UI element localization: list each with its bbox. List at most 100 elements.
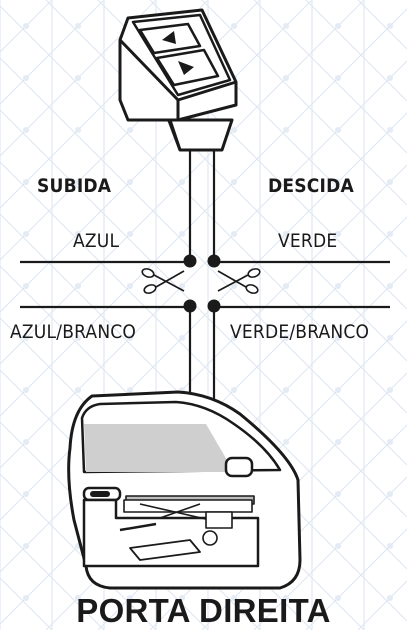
grid-dot [179,231,185,237]
grid-dot [231,335,237,341]
grid-dot [23,231,29,237]
grid-dot [127,387,133,393]
grid-line [149,0,407,258]
grid-dot [387,543,393,549]
wire-label-azul-branco: AZUL/BRANCO [10,321,137,343]
grid-dot [179,595,185,601]
grid-dot [387,439,393,445]
grid-dot [283,439,289,445]
grid-dot [387,23,393,29]
grid-dot [283,179,289,185]
wires [20,150,390,420]
grid-dot [23,491,29,497]
grid-dot [231,387,237,393]
grid-dot [283,595,289,601]
grid-dot [23,387,29,393]
grid-dot [387,231,393,237]
grid-dot [127,179,133,185]
grid-dot [387,179,393,185]
grid-dot [231,283,237,289]
grid-line [0,0,365,365]
grid-dot [283,231,289,237]
grid-dot [75,179,81,185]
grid-dot [75,595,81,601]
grid-dot [127,283,133,289]
grid-dot [75,387,81,393]
grid-dot [75,335,81,341]
grid-dot [231,23,237,29]
grid-dot [335,75,341,81]
wire-label-verde-branco: VERDE/BRANCO [230,321,370,343]
grid-dot [75,127,81,133]
scissors-icon [141,268,185,294]
grid-line [253,0,407,154]
grid-dot [335,23,341,29]
grid-dot [231,127,237,133]
grid-line [253,476,407,630]
grid-dot [283,75,289,81]
grid-dot [387,595,393,601]
window-switch-icon [118,8,238,152]
grid-line [0,0,157,157]
subida-heading: SUBIDA [37,175,112,197]
grid-dot [23,543,29,549]
grid-dot [23,127,29,133]
descida-heading: DESCIDA [268,175,354,197]
grid-dot [127,335,133,341]
grid-dot [283,127,289,133]
junction-dots [183,254,221,313]
scissors-icon [217,268,261,294]
grid-dot [179,335,185,341]
junction-dot [183,254,197,268]
wire-label-azul: AZUL [73,230,120,252]
car-door-icon [67,390,302,590]
grid-dot [179,179,185,185]
wire-label-verde: VERDE [278,230,338,252]
grid-dot [231,179,237,185]
grid-dot [335,127,341,133]
grid-dot [387,127,393,133]
grid-dot [283,335,289,341]
grid-dot [127,127,133,133]
grid-dot [75,75,81,81]
grid-dot [335,283,341,289]
grid-dot [23,283,29,289]
grid-dot [23,75,29,81]
grid-dot [335,179,341,185]
grid-dot [387,283,393,289]
junction-dot [207,254,221,268]
grid-dot [335,231,341,237]
grid-dot [335,543,341,549]
grid-dot [127,231,133,237]
grid-line [0,473,157,630]
page-title: PORTA DIREITA [76,592,331,629]
grid-dot [335,387,341,393]
grid-dot [387,335,393,341]
grid-line [201,424,407,630]
grid-dot [387,75,393,81]
grid-dot [75,23,81,29]
grid-dot [283,283,289,289]
grid-line [0,0,209,209]
grid-line [201,0,407,206]
grid-dot [75,283,81,289]
grid-dot [335,439,341,445]
junction-dot [207,299,221,313]
grid-dot [387,387,393,393]
grid-dot [231,595,237,601]
grid-dot [127,595,133,601]
grid-dot [231,231,237,237]
grid-dot [23,439,29,445]
grid-dot [335,595,341,601]
grid-dot [179,283,185,289]
junction-dot [183,299,197,313]
grid-dot [387,491,393,497]
grid-dot [23,179,29,185]
grid-dot [283,387,289,393]
grid-dot [335,335,341,341]
